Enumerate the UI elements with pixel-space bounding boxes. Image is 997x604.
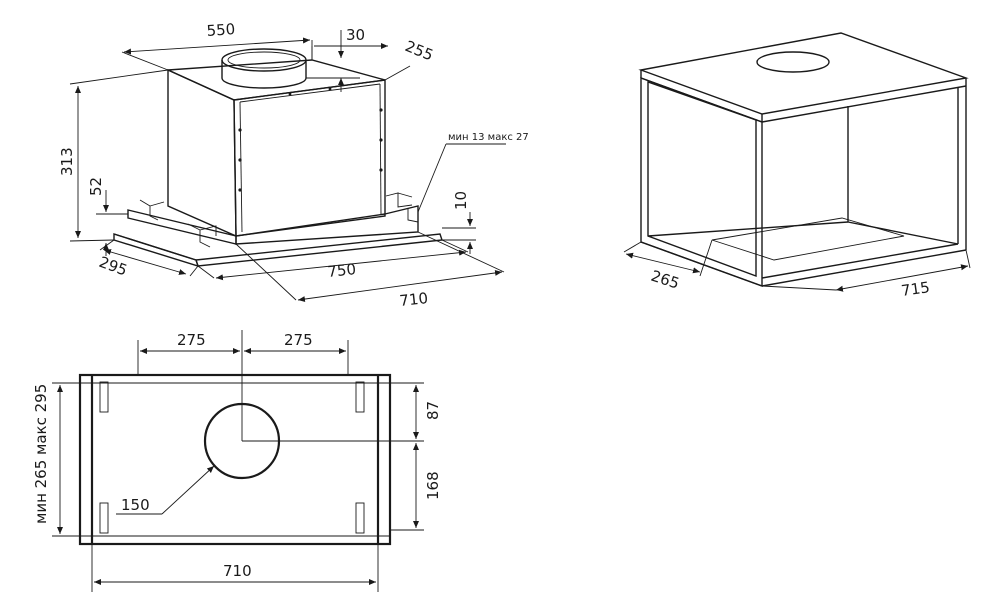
dim-label-255: 255 (403, 37, 436, 64)
hood-bottom-panel (113, 192, 443, 268)
mount-bracket (99, 381, 109, 413)
mount-bracket (355, 502, 365, 534)
dim-label-87: 87 (424, 401, 442, 420)
hood-dimension-labels: 550 30 255 313 52 мин 13 макс 27 10 295 … (58, 20, 529, 310)
mount-bracket (99, 502, 109, 534)
dim-label-275-left: 275 (177, 331, 206, 349)
dim-label-30: 30 (346, 26, 365, 44)
plan-view: 275 275 мин 265 макс 295 87 168 150 710 (32, 330, 442, 592)
exhaust-collar (221, 48, 307, 89)
dim-label-10: 10 (452, 191, 470, 210)
dim-label-275-right: 275 (284, 331, 313, 349)
dim-label-295: 295 (97, 253, 130, 280)
hood-dimension-lines (69, 30, 506, 303)
dim-label-750: 750 (327, 260, 357, 281)
depth-range-label: мин 265 макс 295 (32, 384, 50, 524)
dim-label-313: 313 (58, 147, 76, 176)
dim-label-715: 715 (900, 278, 931, 300)
dim-label-550: 550 (206, 20, 236, 40)
hood-body (167, 59, 386, 238)
dim-label-52: 52 (87, 177, 105, 196)
dim-label-168: 168 (424, 471, 442, 500)
hood-isometric-view: 550 30 255 313 52 мин 13 макс 27 10 295 … (58, 20, 529, 310)
dim-label-710: 710 (399, 289, 429, 310)
cabinet-isometric-view: 265 715 (623, 32, 971, 300)
mount-bracket (355, 381, 365, 413)
dim-label-710-plan: 710 (223, 562, 252, 580)
dim-label-265: 265 (649, 267, 682, 293)
hood-outline (78, 373, 392, 546)
dim-label-150: 150 (121, 496, 150, 514)
adjust-range-note: мин 13 макс 27 (448, 132, 529, 143)
